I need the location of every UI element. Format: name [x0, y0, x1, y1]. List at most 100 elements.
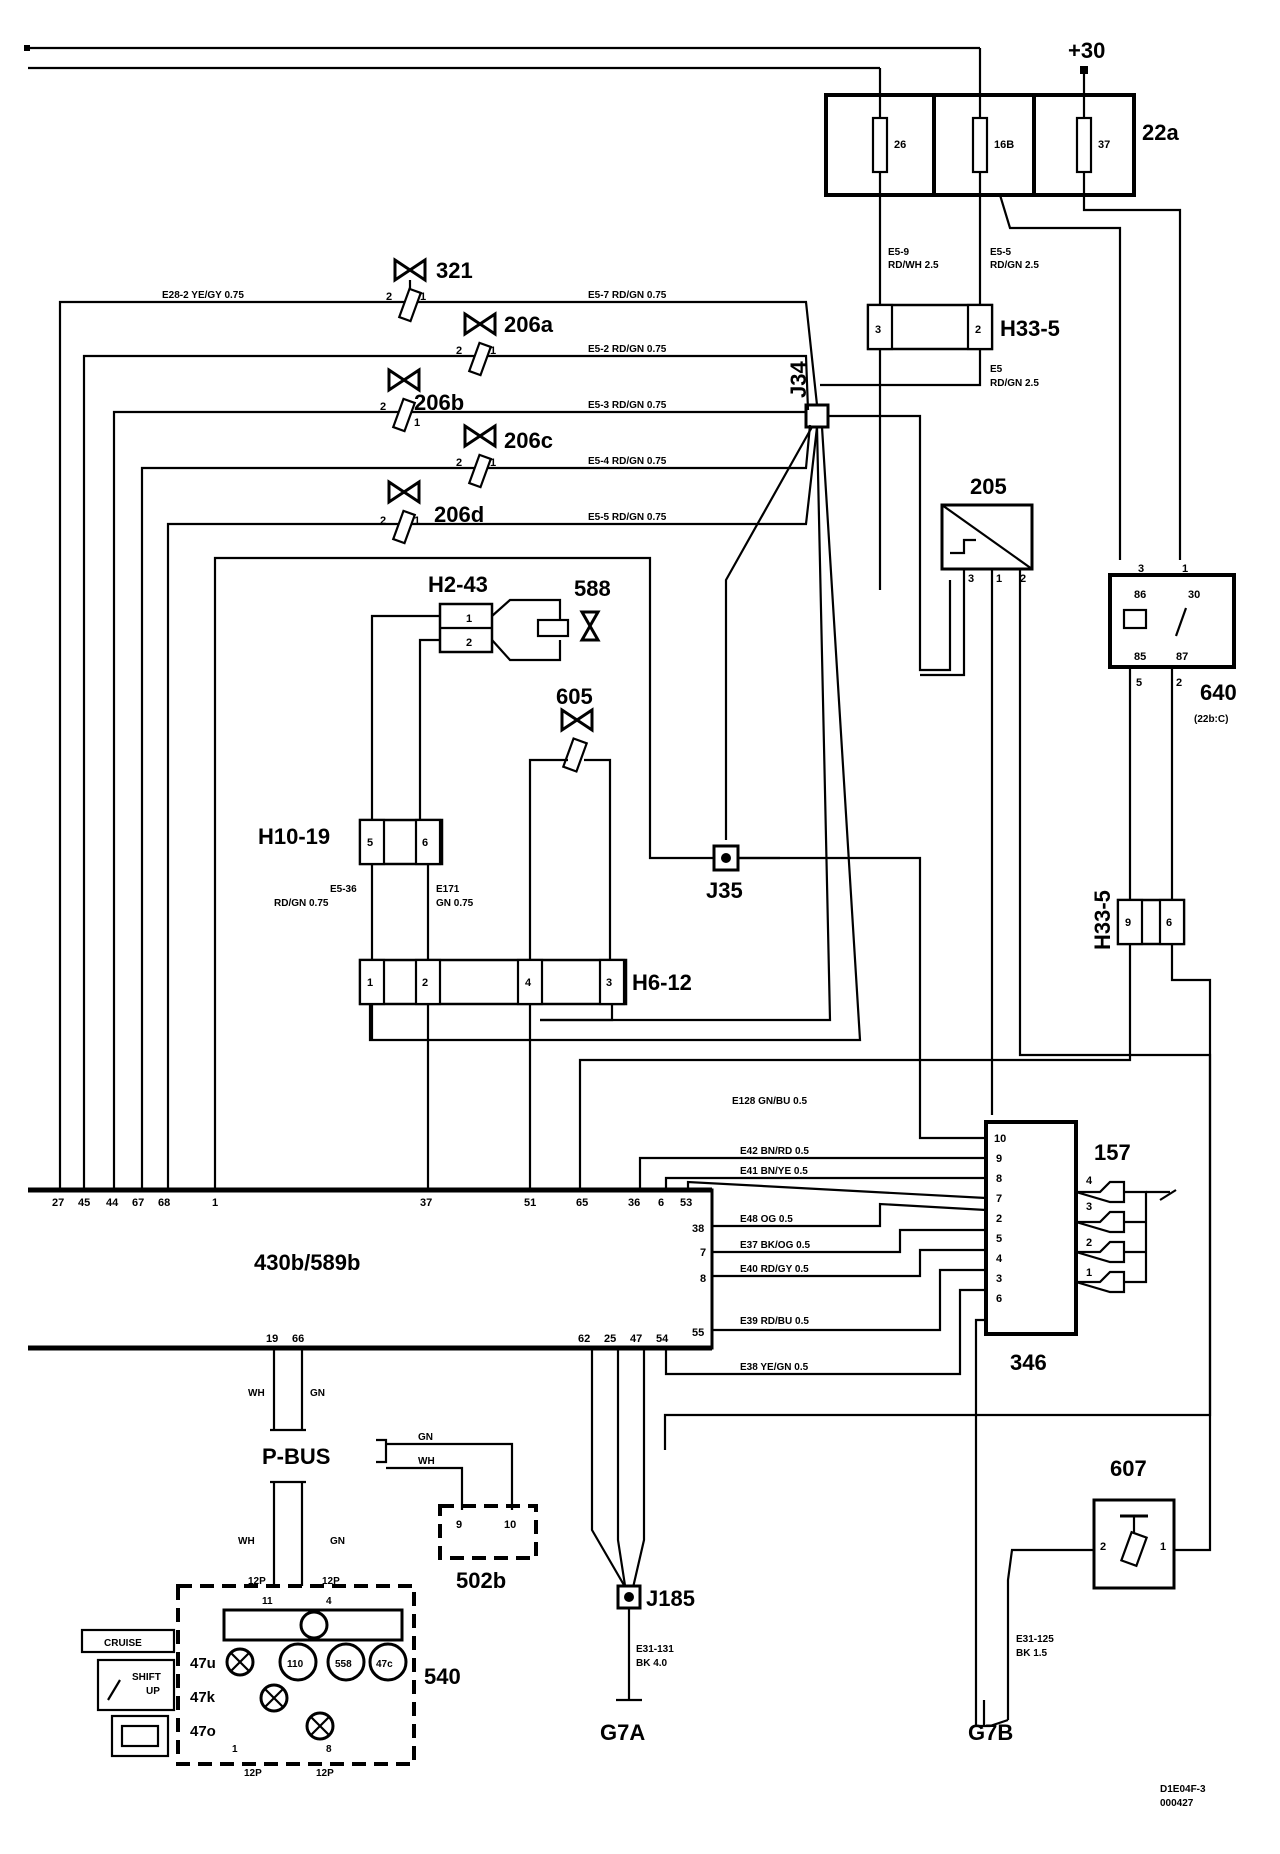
- wire-e171: E171: [436, 884, 460, 895]
- svg-text:2: 2: [1020, 573, 1026, 585]
- valve-321-label: 321: [436, 258, 473, 283]
- plus30-label: +30: [1068, 38, 1105, 63]
- svg-text:38: 38: [692, 1223, 704, 1235]
- svg-text:65: 65: [576, 1197, 588, 1209]
- svg-text:6: 6: [1166, 917, 1172, 929]
- svg-text:51: 51: [524, 1197, 536, 1209]
- svg-text:UP: UP: [146, 1686, 160, 1697]
- svg-text:5: 5: [996, 1233, 1002, 1245]
- valve-206b: 206b 21: [380, 367, 464, 433]
- lamp-47u: 47u: [190, 1655, 216, 1672]
- wire-e128: E128 GN/BU 0.5: [732, 1096, 807, 1107]
- svg-text:1: 1: [414, 515, 420, 527]
- h2-43-label: H2-43: [428, 572, 488, 597]
- h10-19-label: H10-19: [258, 824, 330, 849]
- connector-h10-19: 5 6 H10-19: [258, 818, 444, 866]
- switch-157: 157 4 3 2 1: [1075, 1140, 1177, 1294]
- svg-text:3: 3: [1138, 563, 1144, 575]
- svg-text:45: 45: [78, 1197, 90, 1209]
- ecu-label: 430b/589b: [254, 1250, 360, 1275]
- svg-text:6: 6: [996, 1293, 1002, 1305]
- gauge-558: 558: [335, 1659, 352, 1670]
- wire-rdgn-25: RD/GN 2.5: [990, 260, 1039, 271]
- svg-text:5: 5: [367, 837, 373, 849]
- j35-label: J35: [706, 878, 743, 903]
- svg-text:25: 25: [604, 1333, 616, 1345]
- svg-text:2: 2: [456, 345, 462, 357]
- svg-text:1: 1: [1182, 563, 1188, 575]
- cluster-540: 540 11 4 12P 12P 110 558 47c 47u 47k 47o…: [176, 1576, 461, 1779]
- svg-text:5: 5: [1136, 677, 1142, 689]
- j34-outgoing: [368, 414, 952, 1042]
- svg-text:12P: 12P: [322, 1576, 340, 1587]
- svg-text:54: 54: [656, 1333, 669, 1345]
- svg-text:3: 3: [1086, 1201, 1092, 1213]
- valve-605-label: 605: [556, 684, 593, 709]
- svg-text:9: 9: [996, 1153, 1002, 1165]
- svg-text:9: 9: [456, 1519, 462, 1531]
- fuse-16b-label: 16B: [994, 139, 1014, 151]
- cruise-label: CRUISE: [104, 1638, 142, 1649]
- svg-text:3: 3: [875, 324, 881, 336]
- j185-label: J185: [646, 1586, 695, 1611]
- g7a-label: G7A: [600, 1720, 645, 1745]
- wire-bk-40: BK 4.0: [636, 1658, 668, 1669]
- svg-text:2: 2: [386, 291, 392, 303]
- svg-text:86: 86: [1134, 589, 1146, 601]
- wire-e28-2: E28-2 YE/GY 0.75: [162, 290, 244, 301]
- svg-text:37: 37: [420, 1197, 432, 1209]
- svg-text:1: 1: [232, 1744, 238, 1755]
- c157-label: 157: [1094, 1140, 1131, 1165]
- fuse-output-wires: [878, 194, 1182, 560]
- h6-12-label: H6-12: [632, 970, 692, 995]
- svg-text:3: 3: [606, 977, 612, 989]
- svg-text:55: 55: [692, 1327, 704, 1339]
- svg-text:6: 6: [422, 837, 428, 849]
- svg-text:2: 2: [1176, 677, 1182, 689]
- connector-h2-43: 1 2 H2-43: [428, 572, 494, 654]
- svg-text:1: 1: [490, 345, 496, 357]
- svg-text:2: 2: [996, 1213, 1002, 1225]
- valve-206c-label: 206c: [504, 428, 553, 453]
- wire-e5-9: E5-9: [888, 247, 910, 258]
- h33-5-top-label: H33-5: [1000, 316, 1060, 341]
- svg-text:1: 1: [420, 291, 426, 303]
- 540-label: 540: [424, 1664, 461, 1689]
- svg-text:12P: 12P: [244, 1768, 262, 1779]
- wire-e5: E5: [990, 364, 1003, 375]
- wire-e5-2: E5-2 RD/GN 0.75: [588, 344, 667, 355]
- indicator-legend: CRUISE SHIFT UP: [80, 1628, 176, 1758]
- svg-text:4: 4: [326, 1596, 332, 1607]
- wire-e5-5-top: E5-5: [990, 247, 1012, 258]
- connector-346: 10 9 8 7 2 5 4 3 6 346: [984, 1120, 1078, 1375]
- c607-label: 607: [1110, 1456, 1147, 1481]
- svg-text:68: 68: [158, 1197, 170, 1209]
- svg-text:66: 66: [292, 1333, 304, 1345]
- wire-e37: E37 BK/OG 0.5: [740, 1240, 810, 1251]
- svg-text:4: 4: [996, 1253, 1003, 1265]
- svg-text:10: 10: [504, 1519, 516, 1531]
- svg-text:7: 7: [700, 1247, 706, 1259]
- connector-h33-5-side: 9 6 H33-5: [1090, 890, 1186, 950]
- sensor-205-label: 205: [970, 474, 1007, 499]
- svg-text:1: 1: [490, 457, 496, 469]
- svg-text:1: 1: [1160, 1541, 1166, 1553]
- connector-502b: 9 10 502b: [438, 1504, 538, 1593]
- ecu-pins: 27 45 44 67 68 1 37 51 65 36 6 53 38 7 8…: [52, 1197, 706, 1345]
- wire-rdwh-25: RD/WH 2.5: [888, 260, 939, 271]
- wire-gn-075: GN 0.75: [436, 898, 474, 909]
- svg-text:6: 6: [658, 1197, 664, 1209]
- c346-label: 346: [1010, 1350, 1047, 1375]
- wire-e31-125: E31-125: [1016, 1634, 1054, 1645]
- svg-text:87: 87: [1176, 651, 1188, 663]
- svg-text:12P: 12P: [316, 1768, 334, 1779]
- valve-605: 605: [556, 684, 594, 773]
- svg-text:7: 7: [996, 1193, 1002, 1205]
- svg-text:2: 2: [1100, 1541, 1106, 1553]
- svg-text:2: 2: [380, 401, 386, 413]
- svg-text:1: 1: [466, 613, 472, 625]
- svg-text:1: 1: [367, 977, 373, 989]
- svg-text:1: 1: [996, 573, 1002, 585]
- fusebox-22a: 26 16B 37 22a: [824, 93, 1179, 197]
